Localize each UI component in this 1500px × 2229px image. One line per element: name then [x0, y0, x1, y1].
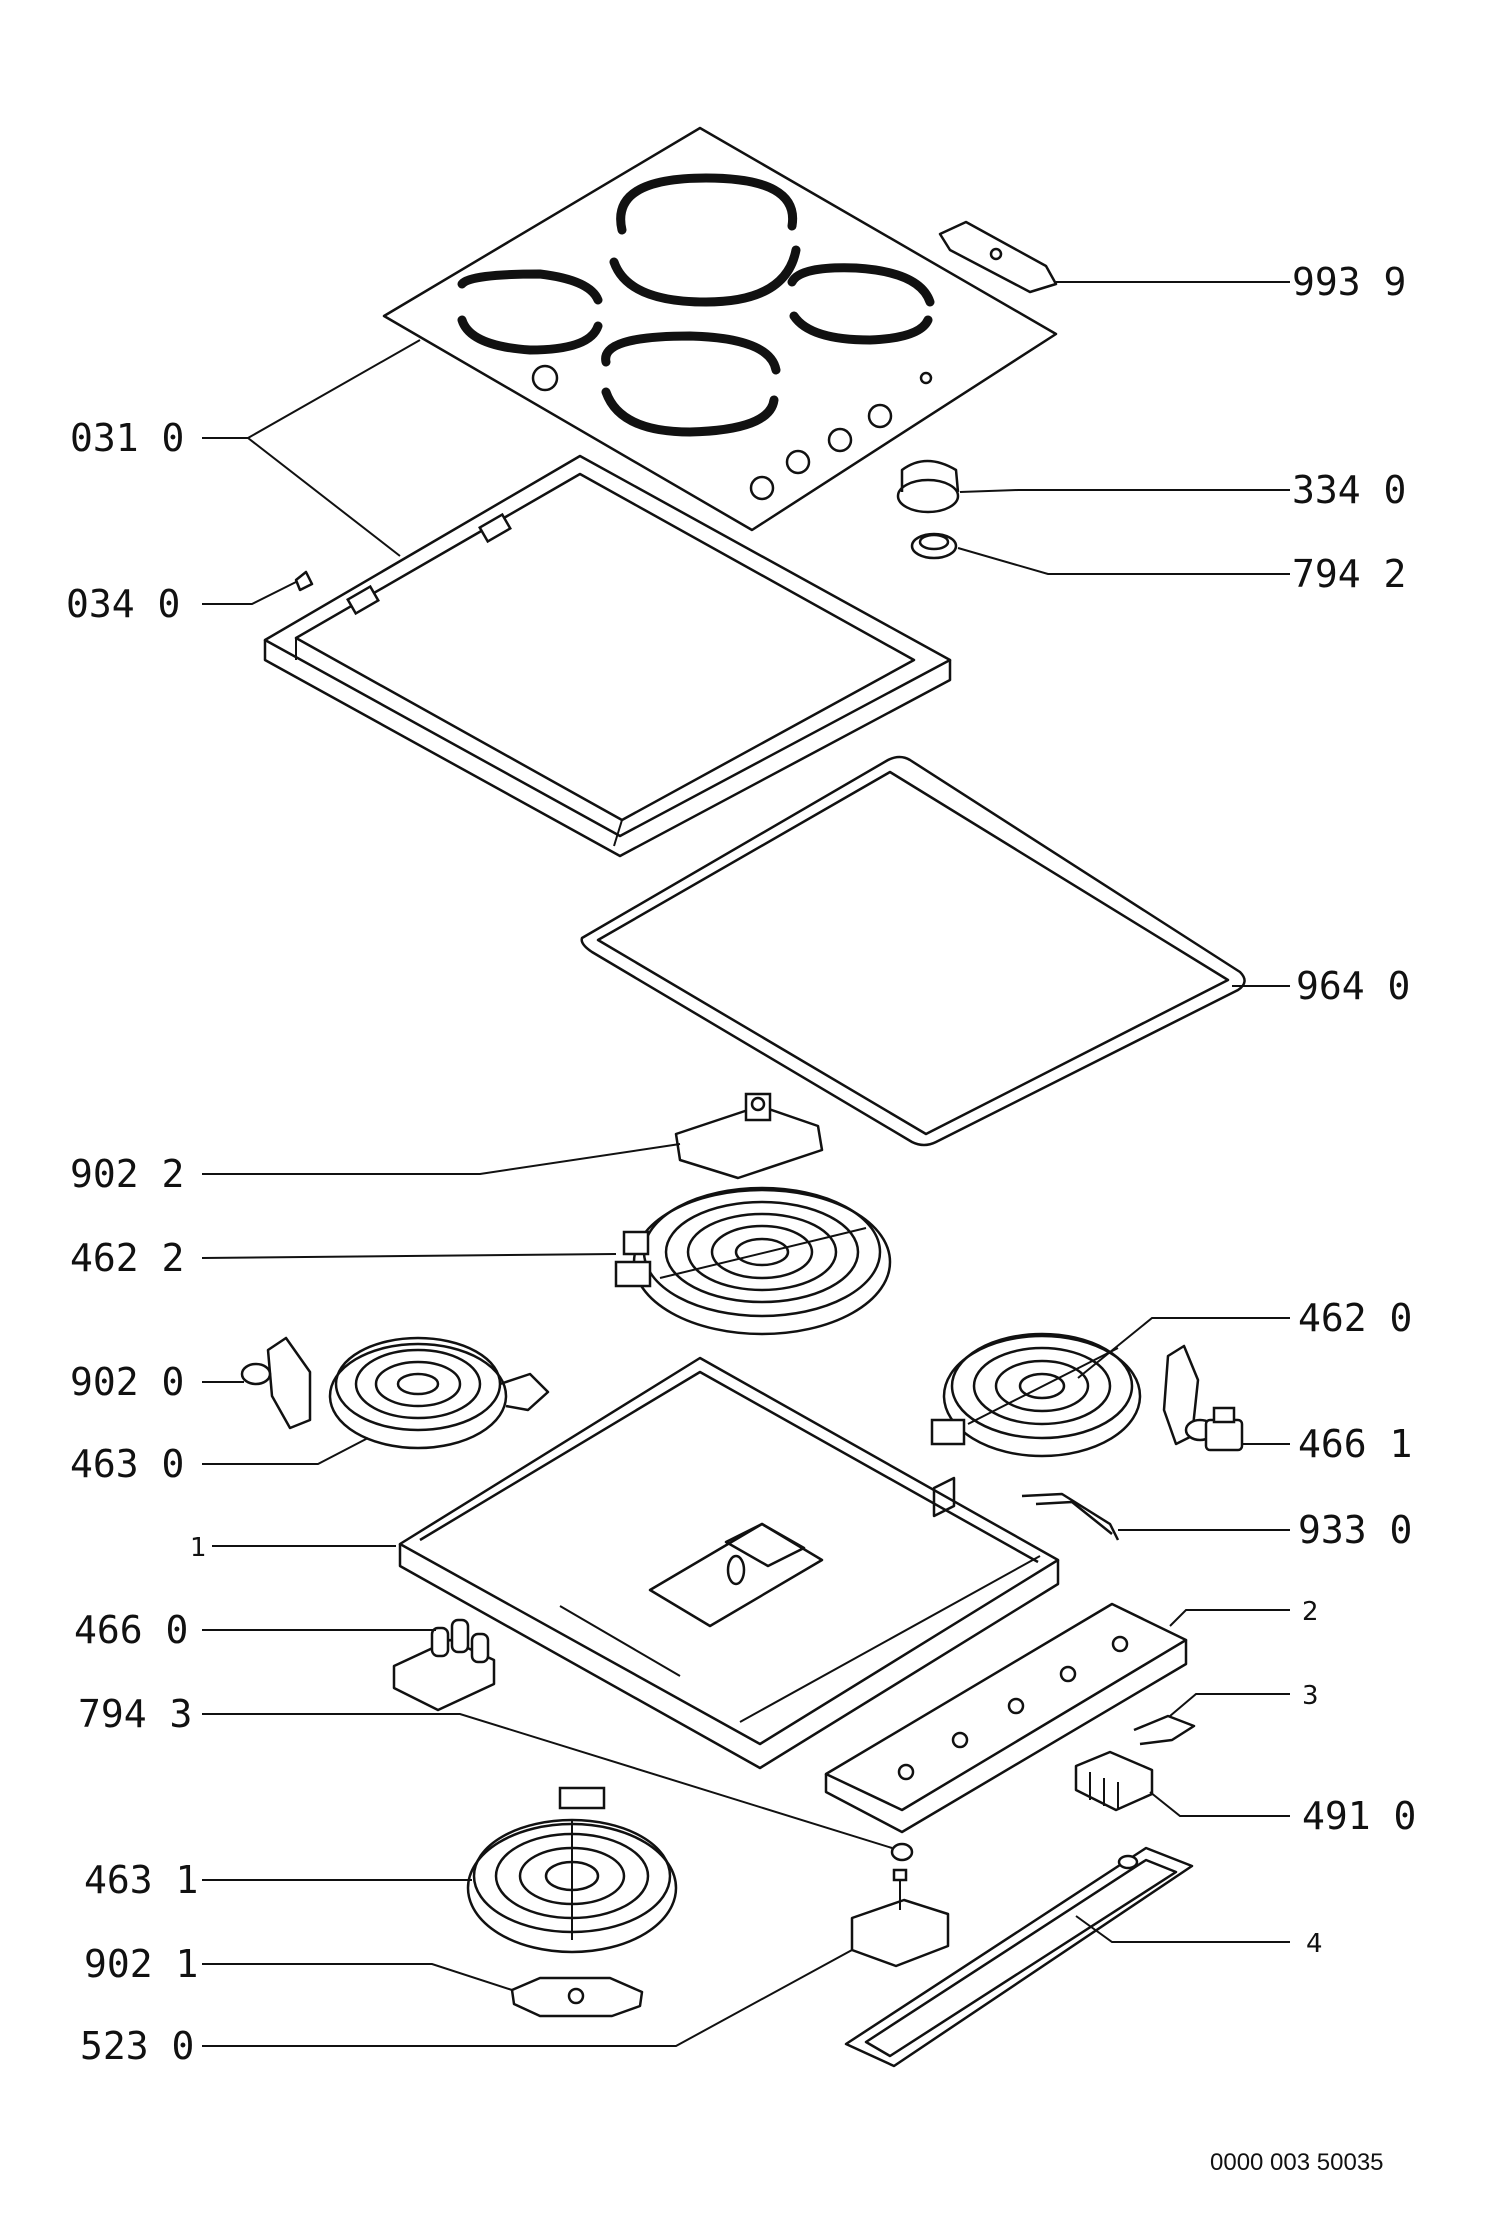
label-031-0: 031 0: [70, 416, 184, 460]
label-902-0: 902 0: [70, 1360, 184, 1404]
radiant-heater-463-0: [328, 1336, 550, 1450]
gasket: [580, 755, 1246, 1147]
connector-466-1: [1204, 1406, 1244, 1452]
label-462-2: 462 2: [70, 1236, 184, 1280]
connector-3: [1133, 1714, 1196, 1746]
bracket-902-2: [674, 1092, 824, 1180]
cover-strip-4: [844, 1846, 1194, 2068]
label-794-3: 794 3: [78, 1692, 192, 1736]
control-housing-2: [824, 1602, 1188, 1834]
radiant-heater-462-0: [930, 1332, 1142, 1458]
terminal-491-0: [1074, 1750, 1154, 1812]
label-462-0: 462 0: [1298, 1296, 1412, 1340]
bracket-902-0: [240, 1336, 312, 1430]
label-993-9: 993 9: [1292, 260, 1406, 304]
energy-regulator-523-0: [850, 1868, 950, 1968]
leader-lines: [201, 281, 1290, 2047]
label-902-1: 902 1: [84, 1942, 198, 1986]
label-794-2: 794 2: [1292, 552, 1406, 596]
knob-ring-794-2: [910, 532, 958, 560]
label-034-0: 034 0: [66, 582, 180, 626]
glass-ceramic-top: [382, 126, 1058, 532]
terminal-block-466-0: [392, 1618, 496, 1712]
label-463-1: 463 1: [84, 1858, 198, 1902]
radiant-heater-463-1: [466, 1786, 678, 1954]
label-964-0: 964 0: [1296, 964, 1410, 1008]
base-tray: [398, 1356, 1060, 1770]
label-1: 1: [190, 1533, 207, 1563]
label-491-0: 491 0: [1302, 1794, 1416, 1838]
label-463-0: 463 0: [70, 1442, 184, 1486]
label-902-2: 902 2: [70, 1152, 184, 1196]
label-523-0: 523 0: [80, 2024, 194, 2068]
label-466-1: 466 1: [1298, 1422, 1412, 1466]
label-3: 3: [1302, 1681, 1319, 1711]
label-466-0: 466 0: [74, 1608, 188, 1652]
document-number: 0000 003 50035: [1210, 2149, 1384, 2176]
spacer-794-3: [890, 1842, 914, 1862]
part-labels: 993 9 031 0 334 0 794 2 034 0 964 0 902 …: [66, 260, 1416, 2176]
label-4: 4: [1306, 1929, 1323, 1959]
bracket-902-1: [510, 1976, 644, 2018]
label-2: 2: [1302, 1597, 1319, 1627]
radiant-heater-462-2: [614, 1186, 892, 1336]
contact-strip-933-0: [1021, 1492, 1120, 1541]
label-334-0: 334 0: [1292, 468, 1406, 512]
hinge-part-993-9: [938, 220, 1058, 294]
hob-frame: [263, 454, 952, 858]
control-knob-334-0: [896, 459, 960, 514]
label-933-0: 933 0: [1298, 1508, 1412, 1552]
